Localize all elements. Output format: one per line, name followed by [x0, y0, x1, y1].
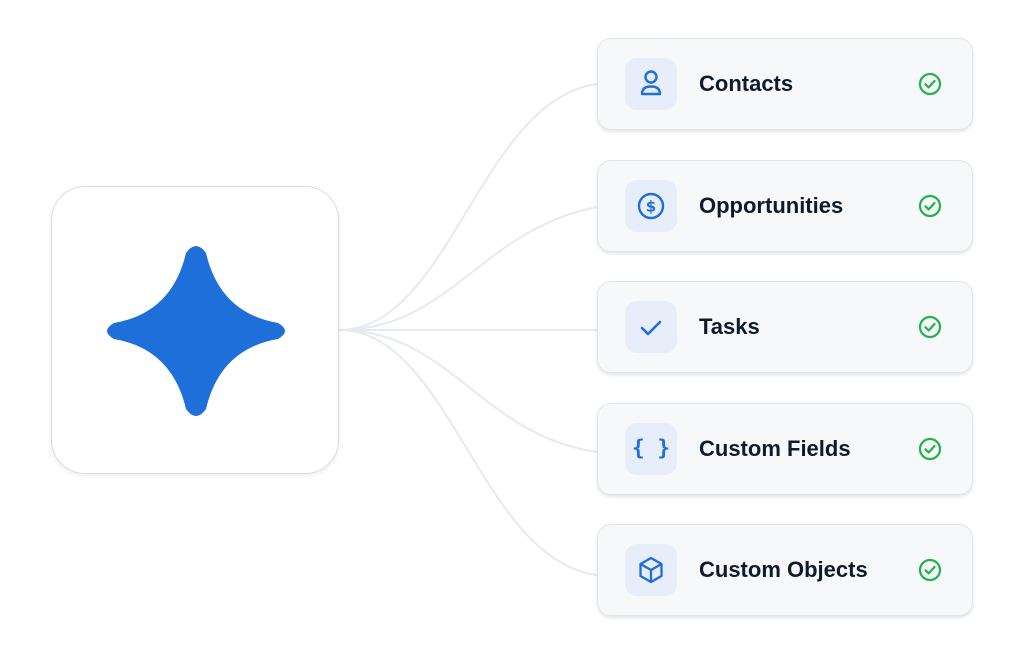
connector-line-custom-objects — [338, 329, 598, 576]
integration-icon-tile — [625, 301, 677, 353]
check-circle-icon — [918, 558, 942, 582]
cube-icon — [639, 556, 663, 584]
hub-app-card — [51, 186, 339, 474]
integration-icon-tile — [625, 58, 677, 110]
check-circle-icon — [918, 194, 942, 218]
integration-icon-tile: $ — [625, 180, 677, 232]
integration-label: Contacts — [699, 71, 794, 96]
curly-braces-icon: { } — [632, 436, 670, 460]
connector-line-custom-fields — [338, 329, 598, 453]
integration-card-custom-objects[interactable]: Custom Objects — [597, 524, 973, 616]
integration-icon-tile: { } — [625, 423, 677, 475]
person-icon — [640, 70, 662, 96]
check-circle-icon — [918, 315, 942, 339]
integration-card-tasks[interactable]: Tasks — [597, 281, 973, 373]
integration-label: Opportunities — [699, 193, 844, 218]
integration-label: Tasks — [699, 314, 760, 339]
svg-text:$: $ — [646, 198, 656, 216]
connector-line-contacts — [338, 83, 598, 331]
integration-card-custom-fields[interactable]: { } Custom Fields — [597, 403, 973, 495]
integration-card-contacts[interactable]: Contacts — [597, 38, 973, 130]
dollar-circle-icon: $ — [637, 192, 665, 220]
check-circle-icon — [918, 437, 942, 461]
four-point-sparkle-icon — [107, 246, 285, 416]
integration-label: Custom Objects — [699, 557, 868, 582]
connector-line-opportunities — [338, 206, 598, 331]
checkmark-icon — [640, 320, 662, 336]
integration-icon-tile — [625, 544, 677, 596]
integration-card-opportunities[interactable]: $ Opportunities — [597, 160, 973, 252]
check-circle-icon — [918, 72, 942, 96]
integration-label: Custom Fields — [699, 436, 851, 461]
